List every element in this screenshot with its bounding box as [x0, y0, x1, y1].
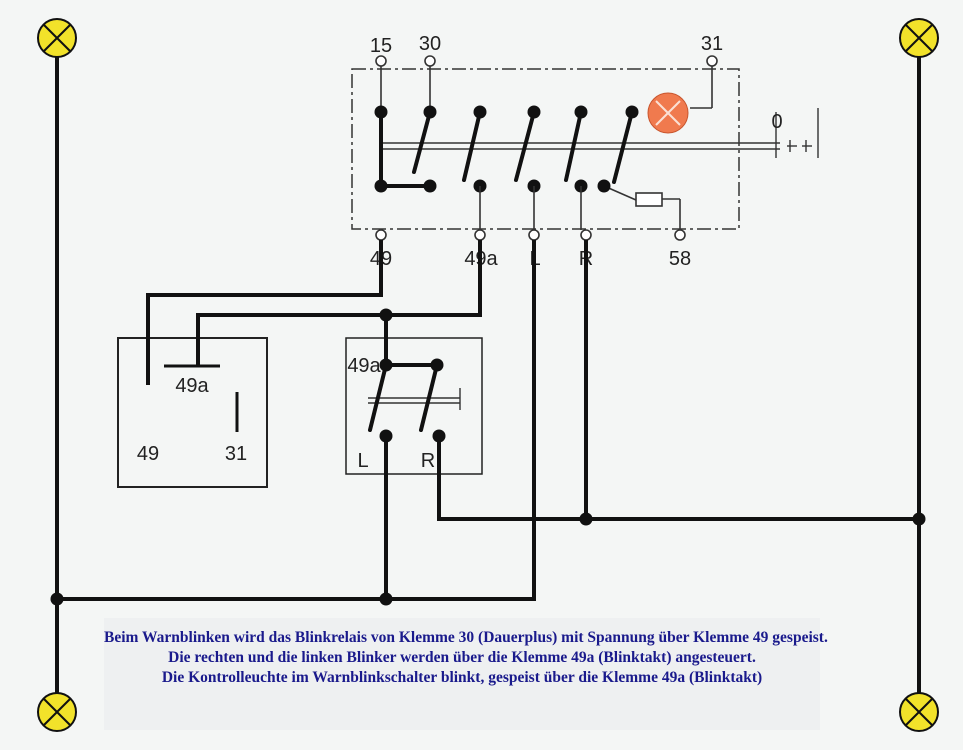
relay-top-terminals [375, 55, 718, 112]
switch-linkage [379, 108, 819, 158]
flasher-49a-label: 49a [175, 375, 209, 397]
caption-line-2: Die rechten und die linken Blinker werde… [168, 649, 756, 666]
hazard-relay-housing [351, 68, 740, 230]
flasher-31-label: 31 [225, 443, 247, 465]
control-lamp [647, 92, 689, 134]
terminal-31-top-label: 31 [701, 33, 723, 55]
terminal-30-label: 30 [419, 33, 441, 55]
wiring [57, 240, 919, 601]
hazard-switch-box [345, 337, 483, 475]
indicator-lamp-bottom-left [37, 692, 77, 732]
relay-bottom-terminals [375, 186, 686, 241]
terminal-15-label: 15 [370, 35, 392, 57]
junction-dots [50, 308, 926, 606]
relay-switch-contacts [379, 110, 634, 188]
caption-line-1: Beim Warnblinken wird das Blinkrelais vo… [104, 629, 828, 646]
indicator-lamp-top-left [37, 18, 77, 58]
explanation-caption: Beim Warnblinken wird das Blinkrelais vo… [104, 618, 828, 730]
flasher-relay-box [117, 337, 268, 488]
flasher-49-label: 49 [137, 443, 159, 465]
indicator-lamp-bottom-right [899, 692, 939, 732]
hazard-switch-49a-label: 49a [347, 355, 381, 377]
hazard-switch-linkage [368, 388, 461, 410]
indicator-lamp-top-right [899, 18, 939, 58]
caption-line-3: Die Kontrolleuchte im Warnblinkschalter … [161, 669, 763, 686]
terminal-58-label: 58 [669, 248, 691, 270]
hazard-switch-L-label: L [357, 450, 368, 472]
hazard-switch-contacts [368, 363, 439, 432]
switch-position-label: 0 [771, 111, 782, 133]
hazard-switch-R-label: R [421, 450, 435, 472]
resistor [635, 192, 663, 207]
